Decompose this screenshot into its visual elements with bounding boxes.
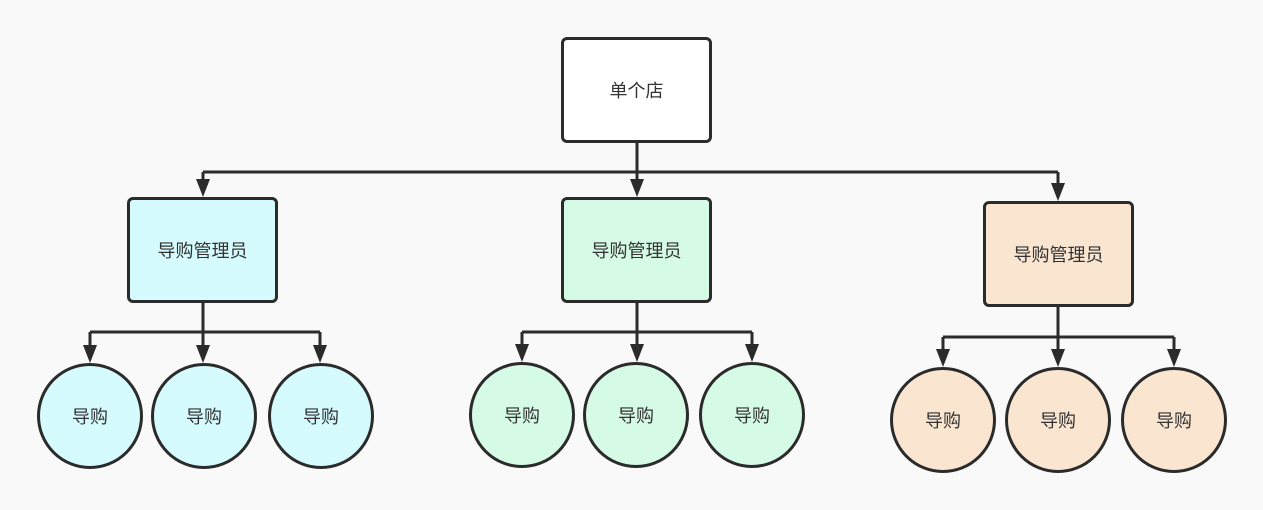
guide-node-label: 导购 xyxy=(303,407,339,428)
guide-node-label: 导购 xyxy=(72,407,108,428)
arrowhead-mgr2 xyxy=(1051,183,1065,201)
arrowhead-g0-2 xyxy=(313,345,327,363)
guide-node: 导购 xyxy=(268,363,374,469)
arrowhead-g0-1 xyxy=(196,345,210,363)
guide-node-label: 导购 xyxy=(504,406,540,427)
guide-node-label: 导购 xyxy=(1040,411,1076,432)
arrowhead-g2-0 xyxy=(936,349,950,367)
guide-node: 导购 xyxy=(699,362,805,468)
root-node: 单个店 xyxy=(561,37,712,143)
guide-node-label: 导购 xyxy=(618,406,654,427)
manager-node: 导购管理员 xyxy=(561,197,712,303)
manager-node: 导购管理员 xyxy=(983,201,1134,307)
guide-node: 导购 xyxy=(469,362,575,468)
guide-node: 导购 xyxy=(890,367,996,473)
guide-node-label: 导购 xyxy=(925,411,961,432)
arrowhead-g2-1 xyxy=(1051,349,1065,367)
guide-node: 导购 xyxy=(583,362,689,468)
arrowhead-mgr0 xyxy=(196,179,210,197)
arrowhead-g1-2 xyxy=(745,344,759,362)
arrowhead-g0-0 xyxy=(83,345,97,363)
guide-node-label: 导购 xyxy=(734,406,770,427)
arrowhead-mgr1 xyxy=(630,179,644,197)
manager-node-label: 导购管理员 xyxy=(591,241,682,262)
arrowhead-g1-0 xyxy=(515,344,529,362)
guide-node-label: 导购 xyxy=(186,407,222,428)
root-node-label: 单个店 xyxy=(609,81,664,102)
manager-node-label: 导购管理员 xyxy=(157,241,248,262)
manager-node-label: 导购管理员 xyxy=(1013,245,1104,266)
manager-node: 导购管理员 xyxy=(127,197,278,303)
guide-node: 导购 xyxy=(1005,367,1111,473)
guide-node-label: 导购 xyxy=(1156,411,1192,432)
arrowhead-g1-1 xyxy=(630,344,644,362)
guide-node: 导购 xyxy=(37,363,143,469)
guide-node: 导购 xyxy=(151,363,257,469)
arrowhead-g2-2 xyxy=(1167,349,1181,367)
guide-node: 导购 xyxy=(1121,367,1227,473)
